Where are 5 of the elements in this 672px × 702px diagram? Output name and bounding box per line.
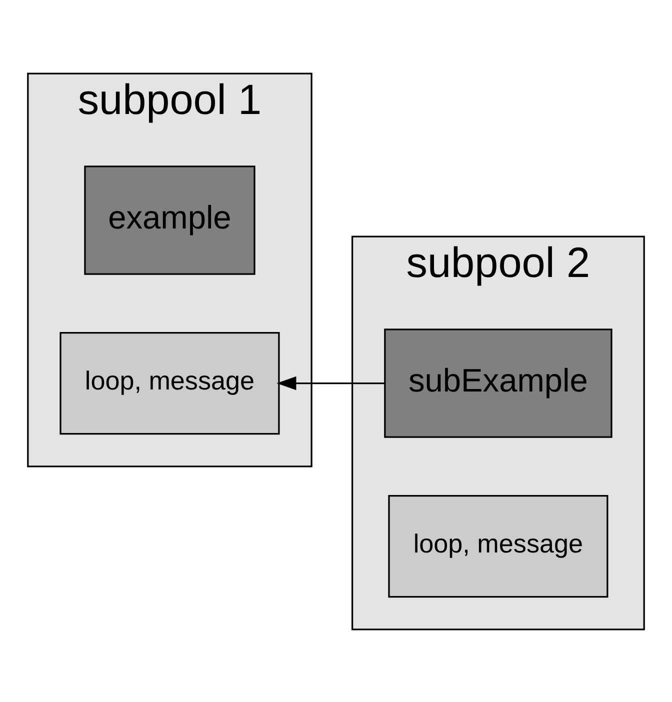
node-box: subExample	[384, 328, 612, 438]
arrow	[276, 376, 385, 390]
node-box: loop, message	[60, 331, 280, 434]
node-box: loop, message	[388, 494, 608, 598]
node-box: example	[84, 165, 256, 274]
